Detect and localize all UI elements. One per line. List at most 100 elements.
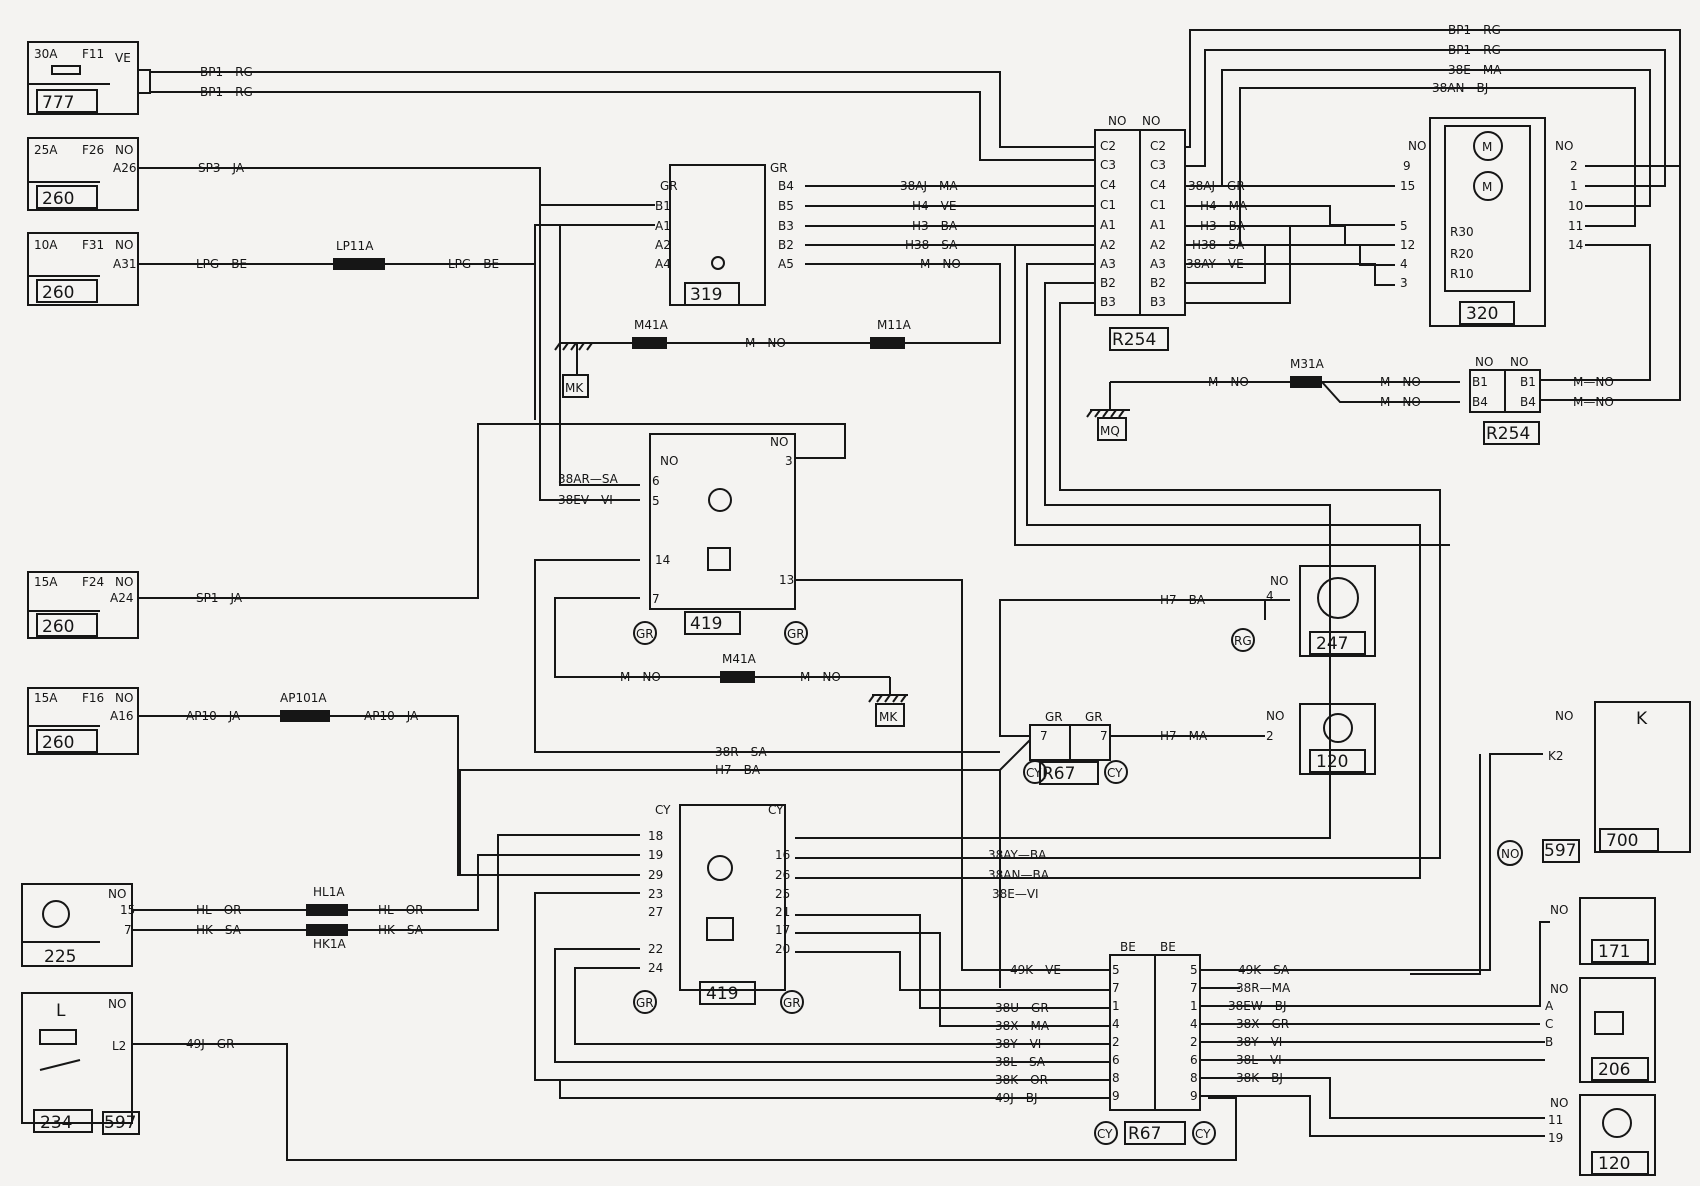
wire-ap10-a: AP10—JA — [186, 709, 241, 723]
wire-mq-5: M—NO — [1573, 395, 1614, 409]
wire-38an-ba: 38AN—BA — [988, 868, 1050, 882]
label-gr: GR — [660, 179, 678, 193]
fuse-260-f16: 260 15A F16 NO A16 — [27, 687, 139, 755]
label: 3 — [785, 454, 793, 468]
gauge-icon — [1317, 577, 1359, 619]
fuse-777: 777 30A F11 VE — [27, 41, 139, 115]
label: A3 — [1150, 257, 1166, 271]
component-code: 319 — [690, 285, 722, 305]
wire-m-no: M—NO — [920, 257, 961, 271]
wire-bp1-a: BP1—RG — [200, 65, 253, 79]
connector-m31a-label: M31A — [1290, 357, 1325, 371]
label: 10 — [1568, 199, 1583, 213]
label: NO — [1501, 847, 1519, 861]
wire-mk-1: M—NO — [620, 670, 661, 684]
fuse-color: NO — [115, 143, 133, 157]
label: GR — [1045, 710, 1063, 724]
label-gr: GR — [770, 161, 788, 175]
label: A1 — [1100, 218, 1116, 232]
wire-hl: HL—OR — [196, 903, 242, 917]
label: 25 — [775, 887, 790, 901]
label: 18 — [648, 829, 663, 843]
fuse-pin: A31 — [113, 257, 136, 271]
component-247: 247 NO 4 RG — [1231, 565, 1376, 657]
label: NO — [1555, 709, 1573, 723]
label: 17 — [775, 923, 790, 937]
label: B2 — [1100, 276, 1116, 290]
label: NO — [1475, 355, 1493, 369]
wire-h4: H4—VE — [912, 199, 956, 213]
wire-38y: 38Y—VI — [995, 1037, 1041, 1051]
label: B3 — [1100, 295, 1116, 309]
label: M — [1482, 180, 1492, 194]
label: CY — [1097, 1127, 1113, 1141]
ground-mk: MK — [565, 381, 584, 395]
wire-mk-2: M—NO — [800, 670, 841, 684]
label: 29 — [648, 868, 663, 882]
fuse-260-f26: 260 25A F26 NO A26 — [27, 137, 139, 211]
label: GR — [636, 627, 654, 641]
component-700: 700 597 K NO K2 NO — [1497, 701, 1691, 866]
label: 19 — [1548, 1131, 1563, 1145]
label: GR — [636, 996, 654, 1010]
label: 4 — [1266, 589, 1274, 603]
component-code: 419 — [690, 614, 722, 634]
label: CY — [768, 803, 784, 817]
label: 11 — [1568, 219, 1583, 233]
ground-mk-2: MK — [879, 710, 898, 724]
label: 5 — [1112, 963, 1120, 977]
wire-h3-ba: H3—BA — [1200, 219, 1246, 233]
label: C2 — [1150, 139, 1166, 153]
component-code: R67 — [1042, 764, 1075, 784]
wire-mq-4: M—NO — [1573, 375, 1614, 389]
wire-38e-top: 38E—MA — [1448, 63, 1502, 77]
fuse-code: 777 — [42, 93, 74, 113]
connector-ap101a-icon — [280, 710, 330, 722]
label: 9 — [1190, 1089, 1198, 1103]
wire-38e-vi: 38E—VI — [992, 887, 1039, 901]
connector-r254-lower: R254 NO NO B1 B4 B1 B4 — [1469, 355, 1541, 445]
label: 4 — [1112, 1017, 1120, 1031]
label: 14 — [655, 553, 670, 567]
label: 1 — [1112, 999, 1120, 1013]
connector-hl1a-label: HL1A — [313, 885, 345, 899]
label: A2 — [655, 238, 671, 252]
motor-icon — [1473, 131, 1503, 161]
label: R20 — [1450, 247, 1474, 261]
wire-38r-ma: 38R—MA — [1236, 981, 1291, 995]
connector-r254: R254 NO NO C2 C3 C4 C1 A1 A2 A3 B2 B3 C2… — [1094, 114, 1186, 351]
label: 11 — [1548, 1113, 1563, 1127]
fuse-rating: 25A — [34, 143, 58, 157]
label: 16 — [775, 848, 790, 862]
wire-lpg-2: LPG—BE — [448, 257, 499, 271]
fuse-rating: 15A — [34, 575, 58, 589]
label: C3 — [1100, 158, 1116, 172]
component-225: 225 NO 15 7 — [21, 883, 135, 967]
connector-ap101a-label: AP101A — [280, 691, 327, 705]
fuse-id: F11 — [82, 47, 104, 61]
component-234: 234 L 597 NO L2 — [21, 992, 140, 1135]
component-code: 234 — [40, 1113, 72, 1133]
fuse-code: 260 — [42, 283, 74, 303]
fuse-code: 260 — [42, 189, 74, 209]
fuse-pin: A24 — [110, 591, 133, 605]
pin-7: 7 — [124, 923, 132, 937]
wire-38ay-ba: 38AY—BA — [988, 848, 1047, 862]
label: A5 — [778, 257, 794, 271]
fuse-id: F26 — [82, 143, 104, 157]
label: B2 — [1150, 276, 1166, 290]
label: B3 — [1150, 295, 1166, 309]
wire-sp3: SP3—JA — [198, 161, 245, 175]
wire-38an-top: 38AN—BJ — [1432, 81, 1488, 95]
component-120-lower: 120 NO 11 19 — [1548, 1094, 1656, 1176]
wire-hk-2: HK—SA — [378, 923, 424, 937]
motor-icon — [1473, 171, 1503, 201]
label: C4 — [1100, 178, 1116, 192]
label: GR — [787, 627, 805, 641]
label: NO — [1408, 139, 1426, 153]
wire-38r: 38R—SA — [715, 745, 767, 759]
label: NO — [1555, 139, 1573, 153]
wire-ap10-b: AP10—JA — [364, 709, 419, 723]
label: CY — [1026, 766, 1042, 780]
wire-mq-1: M—NO — [1208, 375, 1249, 389]
